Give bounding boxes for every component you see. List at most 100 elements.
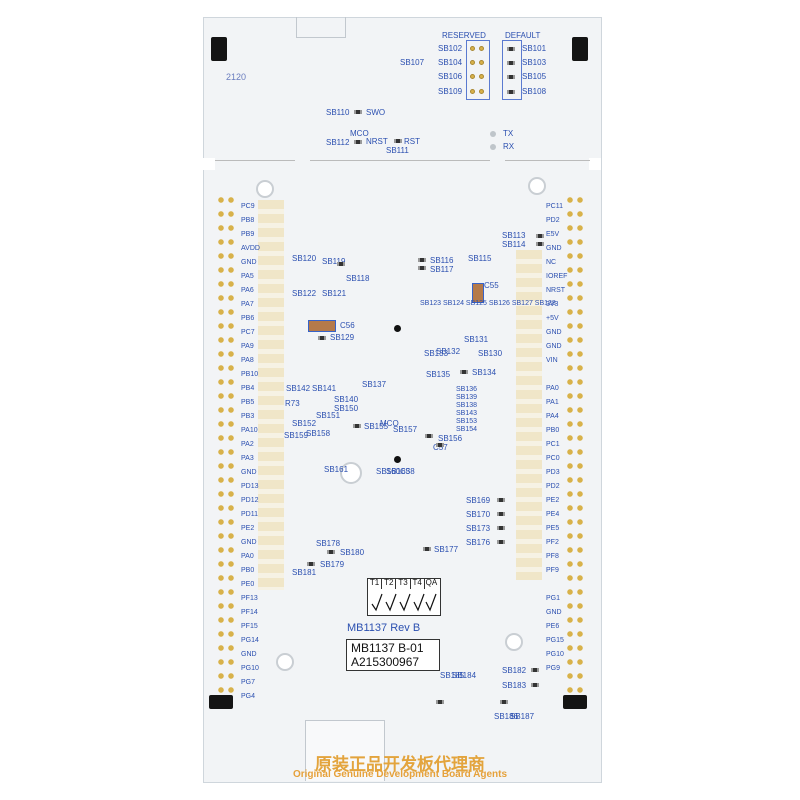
smd-resistor [507, 61, 515, 65]
left-pin-label: PE0 [241, 581, 255, 588]
sb121-label: SB121 [322, 289, 347, 298]
right-pin-label: E5V [546, 231, 560, 238]
sb143-label: SB143 [456, 410, 478, 417]
sb136-label: SB136 [456, 386, 478, 393]
sb182-label: SB182 [502, 666, 527, 675]
date-code: 2120 [226, 72, 247, 82]
serial-sticker [346, 639, 440, 671]
sb163-label: SB163 [386, 467, 411, 476]
sb159-label: SB159 [284, 431, 309, 440]
smd-resistor [500, 700, 508, 704]
smd-resistor [507, 90, 515, 94]
smd-resistor [354, 140, 362, 144]
mounting-hole-left [256, 180, 274, 198]
left-pin-label: PB0 [241, 567, 255, 574]
ic-marker-dot [394, 456, 401, 463]
right-pin-label: PG1 [546, 595, 561, 602]
right-pin-label: PD3 [546, 469, 560, 476]
solder-pad [479, 46, 484, 51]
sb156-label: SB156 [438, 434, 463, 443]
right-pin-label: PD2 [546, 217, 560, 224]
qa-checkmarks [371, 593, 437, 612]
smd-resistor [497, 540, 505, 544]
right-pin-label: GND [546, 245, 562, 252]
solder-pad [479, 89, 484, 94]
left-pin-label: PB6 [241, 315, 255, 322]
sb135-label: SB135 [426, 370, 451, 379]
sb109-label: SB109 [438, 87, 463, 96]
sb118-label: SB118 [346, 274, 370, 283]
right-pin-label: GND [546, 329, 562, 336]
right-pin-label: PA1 [546, 399, 559, 406]
left-pin-label: PA10 [241, 427, 258, 434]
mounting-hole-bottom-right [505, 633, 523, 651]
smd-resistor [425, 434, 433, 438]
left-pin-label: PA2 [241, 441, 254, 448]
sb129-label: SB129 [330, 333, 355, 342]
board-model-silk: MB1137 Rev B [347, 622, 421, 634]
left-pin-label: PF15 [241, 623, 258, 630]
sb183-label: SB183 [502, 681, 527, 690]
smd-resistor [507, 47, 515, 51]
left-pin-label: PB3 [241, 413, 255, 420]
sb112-label: SB112 [326, 138, 350, 147]
reserved-label: RESERVED [442, 31, 486, 40]
sb178-label: SB178 [316, 539, 341, 548]
divider-line [215, 160, 295, 161]
right-pin-label: PF9 [546, 567, 559, 574]
left-pin-label: GND [241, 259, 257, 266]
sb140-label: SB140 [334, 395, 359, 404]
right-pin-label: PB0 [546, 427, 560, 434]
sb110-label: SB110 [326, 108, 350, 117]
left-pin-label: PG14 [241, 637, 259, 644]
smd-resistor [436, 443, 444, 447]
sb114-label: SB114 [502, 240, 526, 249]
right-pin-label: PE5 [546, 525, 560, 532]
nrst-label: NRST [366, 137, 388, 146]
right-pin-label: PE6 [546, 623, 560, 630]
sb152-label: SB152 [292, 419, 317, 428]
sb132-label: SB132 [436, 347, 461, 356]
sticker-line-2: A215300967 [351, 655, 420, 669]
mounting-hole-right [528, 177, 546, 195]
jumper-bottom-right [563, 695, 587, 709]
left-pin-label: PB9 [241, 231, 255, 238]
left-pin-label: PA9 [241, 343, 254, 350]
sb119-label: SB119 [322, 257, 346, 266]
left-pin-label: PE2 [241, 525, 255, 532]
right-pin-label: PA0 [546, 385, 559, 392]
sb117-label: SB117 [430, 265, 454, 274]
left-pin-label: PD13 [241, 483, 259, 490]
sb138-label: SB138 [456, 402, 478, 409]
c55-label: C55 [484, 281, 499, 290]
reserved-box [466, 40, 490, 100]
right-edge-pads [565, 195, 585, 695]
left-pin-label: PB10 [241, 371, 259, 378]
sb131-label: SB131 [464, 335, 489, 344]
smd-resistor [497, 512, 505, 516]
right-pin-label: PF2 [546, 539, 559, 546]
sb169-label: SB169 [466, 496, 491, 505]
smd-resistor [460, 370, 468, 374]
left-pin-label: PG7 [241, 679, 256, 686]
sb116-label: SB116 [430, 256, 454, 265]
solder-pad [479, 74, 484, 79]
right-pin-label: PD2 [546, 483, 560, 490]
sb106-label: SB106 [438, 72, 463, 81]
right-pin-label: GND [546, 609, 562, 616]
right-pin-label: PC0 [546, 455, 560, 462]
c58-label: C58 [400, 467, 415, 476]
right-pin-label: PA4 [546, 413, 559, 420]
right-pin-label: PF8 [546, 553, 559, 560]
led-tx [490, 131, 496, 137]
sb105-label: SB105 [522, 72, 547, 81]
left-pin-label: PB4 [241, 385, 255, 392]
sb107-label: SB107 [400, 58, 425, 67]
sb151-label: SB151 [316, 411, 341, 420]
sb177-label: SB177 [434, 545, 459, 554]
sb133-label: SB133 [424, 349, 449, 358]
sb154-label: SB154 [456, 426, 478, 433]
jumper-bottom-left [209, 695, 233, 709]
left-pin-label: PG4 [241, 693, 256, 700]
sb180-label: SB180 [340, 548, 365, 557]
